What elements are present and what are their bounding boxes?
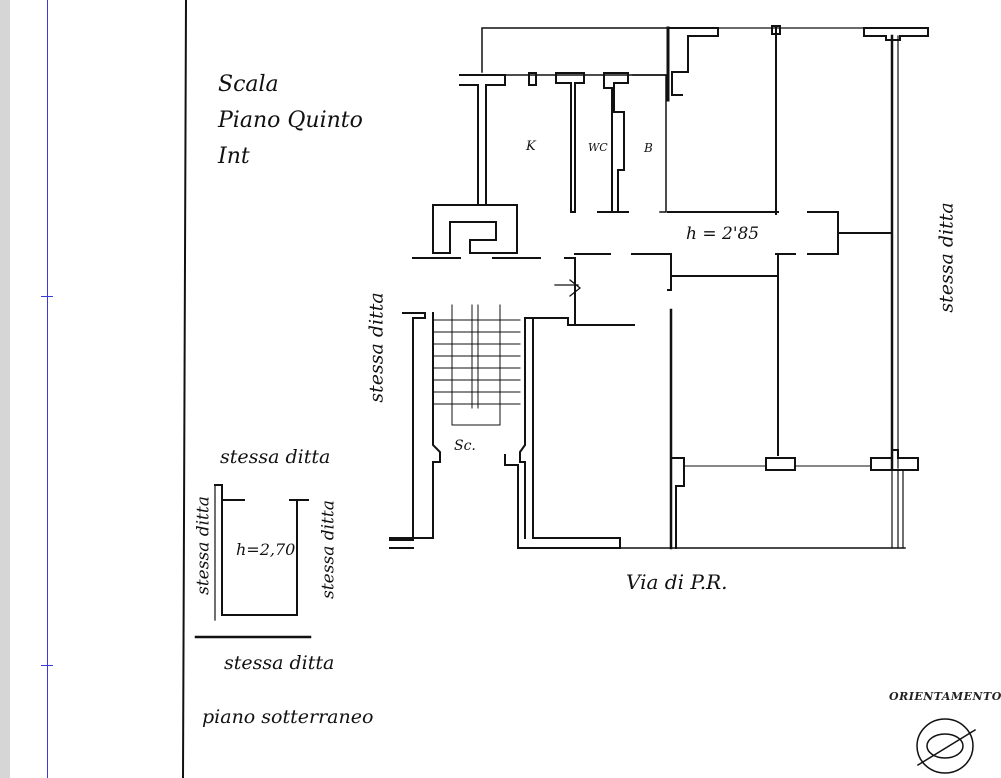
- wall: [564, 257, 576, 326]
- column-base: [870, 449, 919, 471]
- wall: [389, 312, 441, 539]
- wall: [555, 72, 585, 213]
- entrance-arrow: [554, 279, 582, 297]
- wall: [504, 319, 621, 549]
- ceiling-height-note: h = 2'85: [686, 224, 760, 244]
- wall: [459, 74, 506, 206]
- staircase: [432, 304, 521, 426]
- title-line-1: Scala: [218, 72, 279, 97]
- basement-label-right: stessa ditta: [318, 500, 339, 599]
- room-label-bath: B: [644, 141, 653, 155]
- room-label-wc: WC: [588, 141, 608, 154]
- stair-landing-wall: [432, 204, 518, 254]
- neighbor-label-left: stessa ditta: [365, 292, 388, 403]
- wall: [603, 72, 629, 213]
- viewer-gutter: [0, 0, 10, 778]
- wall: [667, 253, 672, 291]
- basement-label-bottom: stessa ditta: [224, 652, 335, 674]
- title-line-2: Piano Quinto: [218, 108, 363, 133]
- basement-wall: [214, 484, 309, 616]
- wall: [389, 312, 426, 541]
- street-label: Via di P.R.: [626, 570, 728, 594]
- column-base: [765, 457, 796, 471]
- stair-label: Sc.: [454, 438, 476, 454]
- ruler-tick: [41, 296, 53, 297]
- basement-label-top: stessa ditta: [220, 446, 331, 468]
- neighbor-label-right: stessa ditta: [935, 202, 958, 313]
- orientation-label: ORIENTAMENTO: [889, 690, 1001, 703]
- wall: [632, 74, 667, 213]
- wall: [528, 72, 537, 86]
- wall: [481, 27, 669, 73]
- compass-icon: [916, 718, 977, 774]
- wall: [519, 317, 526, 539]
- margin-ruler: [47, 0, 48, 778]
- wall: [667, 27, 719, 96]
- wall: [524, 317, 569, 326]
- wall: [771, 25, 781, 35]
- sheet-border: [181, 0, 188, 778]
- column-cap: [863, 27, 929, 41]
- basement-height-note: h=2,70: [236, 540, 296, 559]
- wall: [670, 457, 685, 487]
- room-label-kitchen: K: [526, 139, 536, 154]
- wall: [807, 211, 839, 255]
- basement-caption: piano sotterraneo: [202, 706, 374, 728]
- title-line-3: Int: [218, 144, 250, 169]
- basement-label-left: stessa ditta: [193, 496, 214, 595]
- ruler-tick: [41, 665, 53, 666]
